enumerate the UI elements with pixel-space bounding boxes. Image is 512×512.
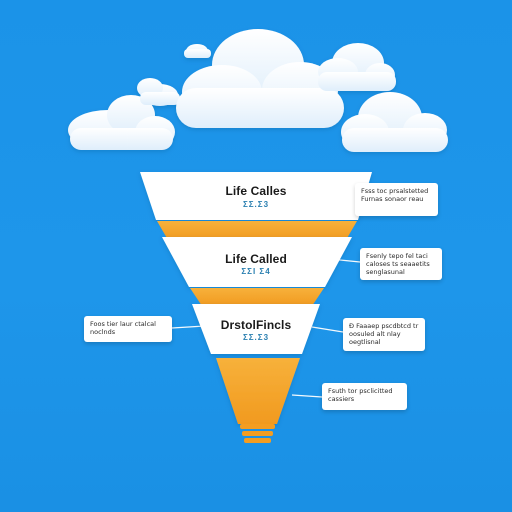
connector-3 [171, 325, 206, 329]
funnel [140, 172, 372, 443]
stage-1-subtitle: ΣΣ.Σ3 [242, 200, 270, 209]
callout-2-line-3: senglasunal [366, 268, 405, 276]
cloud-center [176, 29, 344, 128]
stage-3-title: DrstolFincls [220, 318, 292, 332]
callout-1-line-1: Fsss toc prsalstetted [361, 187, 429, 195]
funnel-band-1 [140, 172, 372, 220]
cloud-right-top [318, 43, 396, 91]
callout-4: Ɖ Faaaep pscdbtcd tr oosuled alt nlay oe… [343, 318, 425, 351]
cloud-tiny-top [184, 44, 211, 58]
cloud-cluster [68, 29, 448, 152]
connector-4 [311, 326, 344, 333]
callout-3-line-2: noclnds [90, 328, 116, 336]
connector-lines [171, 194, 361, 398]
stage-3-subtitle: ΣΣ.Σ3 [242, 333, 270, 342]
callout-4-line-2: oosuled alt nlay [349, 330, 401, 338]
callout-4-line-1: Ɖ Faaaep pscdbtcd tr [349, 322, 419, 330]
callout-5-line-2: cassiers [328, 395, 355, 403]
cloud-small-left [137, 78, 180, 106]
cloud-right [341, 92, 448, 152]
callout-1-line-2: Furnas sonaor reau [361, 195, 424, 203]
callout-3-line-1: Foos tier laur ctalcal [90, 320, 156, 328]
stage-2-subtitle: ΣΣΙ Σ4 [241, 267, 271, 276]
cloud-left [68, 95, 175, 150]
callout-5: Fsuth tor psclicitted cassiers [322, 383, 407, 410]
funnel-spout [216, 358, 300, 424]
funnel-band-2 [162, 237, 352, 287]
callout-2-line-1: Fsenly tepo fel taci [366, 252, 428, 260]
funnel-band-3 [192, 304, 320, 354]
callout-2: Fsenly tepo fel taci caloses ts seaaetit… [360, 248, 442, 280]
funnel-tip-ring-1 [240, 424, 275, 429]
funnel-accent-1 [157, 221, 357, 240]
stage-1-title: Life Calles [225, 184, 287, 198]
callout-3: Foos tier laur ctalcal noclnds [84, 316, 172, 342]
funnel-accent-2 [190, 288, 324, 306]
funnel-tip-ring-3 [244, 438, 271, 443]
callout-2-line-2: caloses ts seaaetits [366, 260, 430, 268]
callout-4-line-3: oegtlisnal [349, 338, 381, 346]
stage-2-title: Life Called [225, 252, 287, 266]
connector-5 [291, 394, 323, 398]
callout-1: Fsss toc prsalstetted Furnas sonaor reau [355, 183, 438, 216]
funnel-tip-ring-2 [242, 431, 273, 436]
callout-5-line-1: Fsuth tor psclicitted [328, 387, 393, 395]
